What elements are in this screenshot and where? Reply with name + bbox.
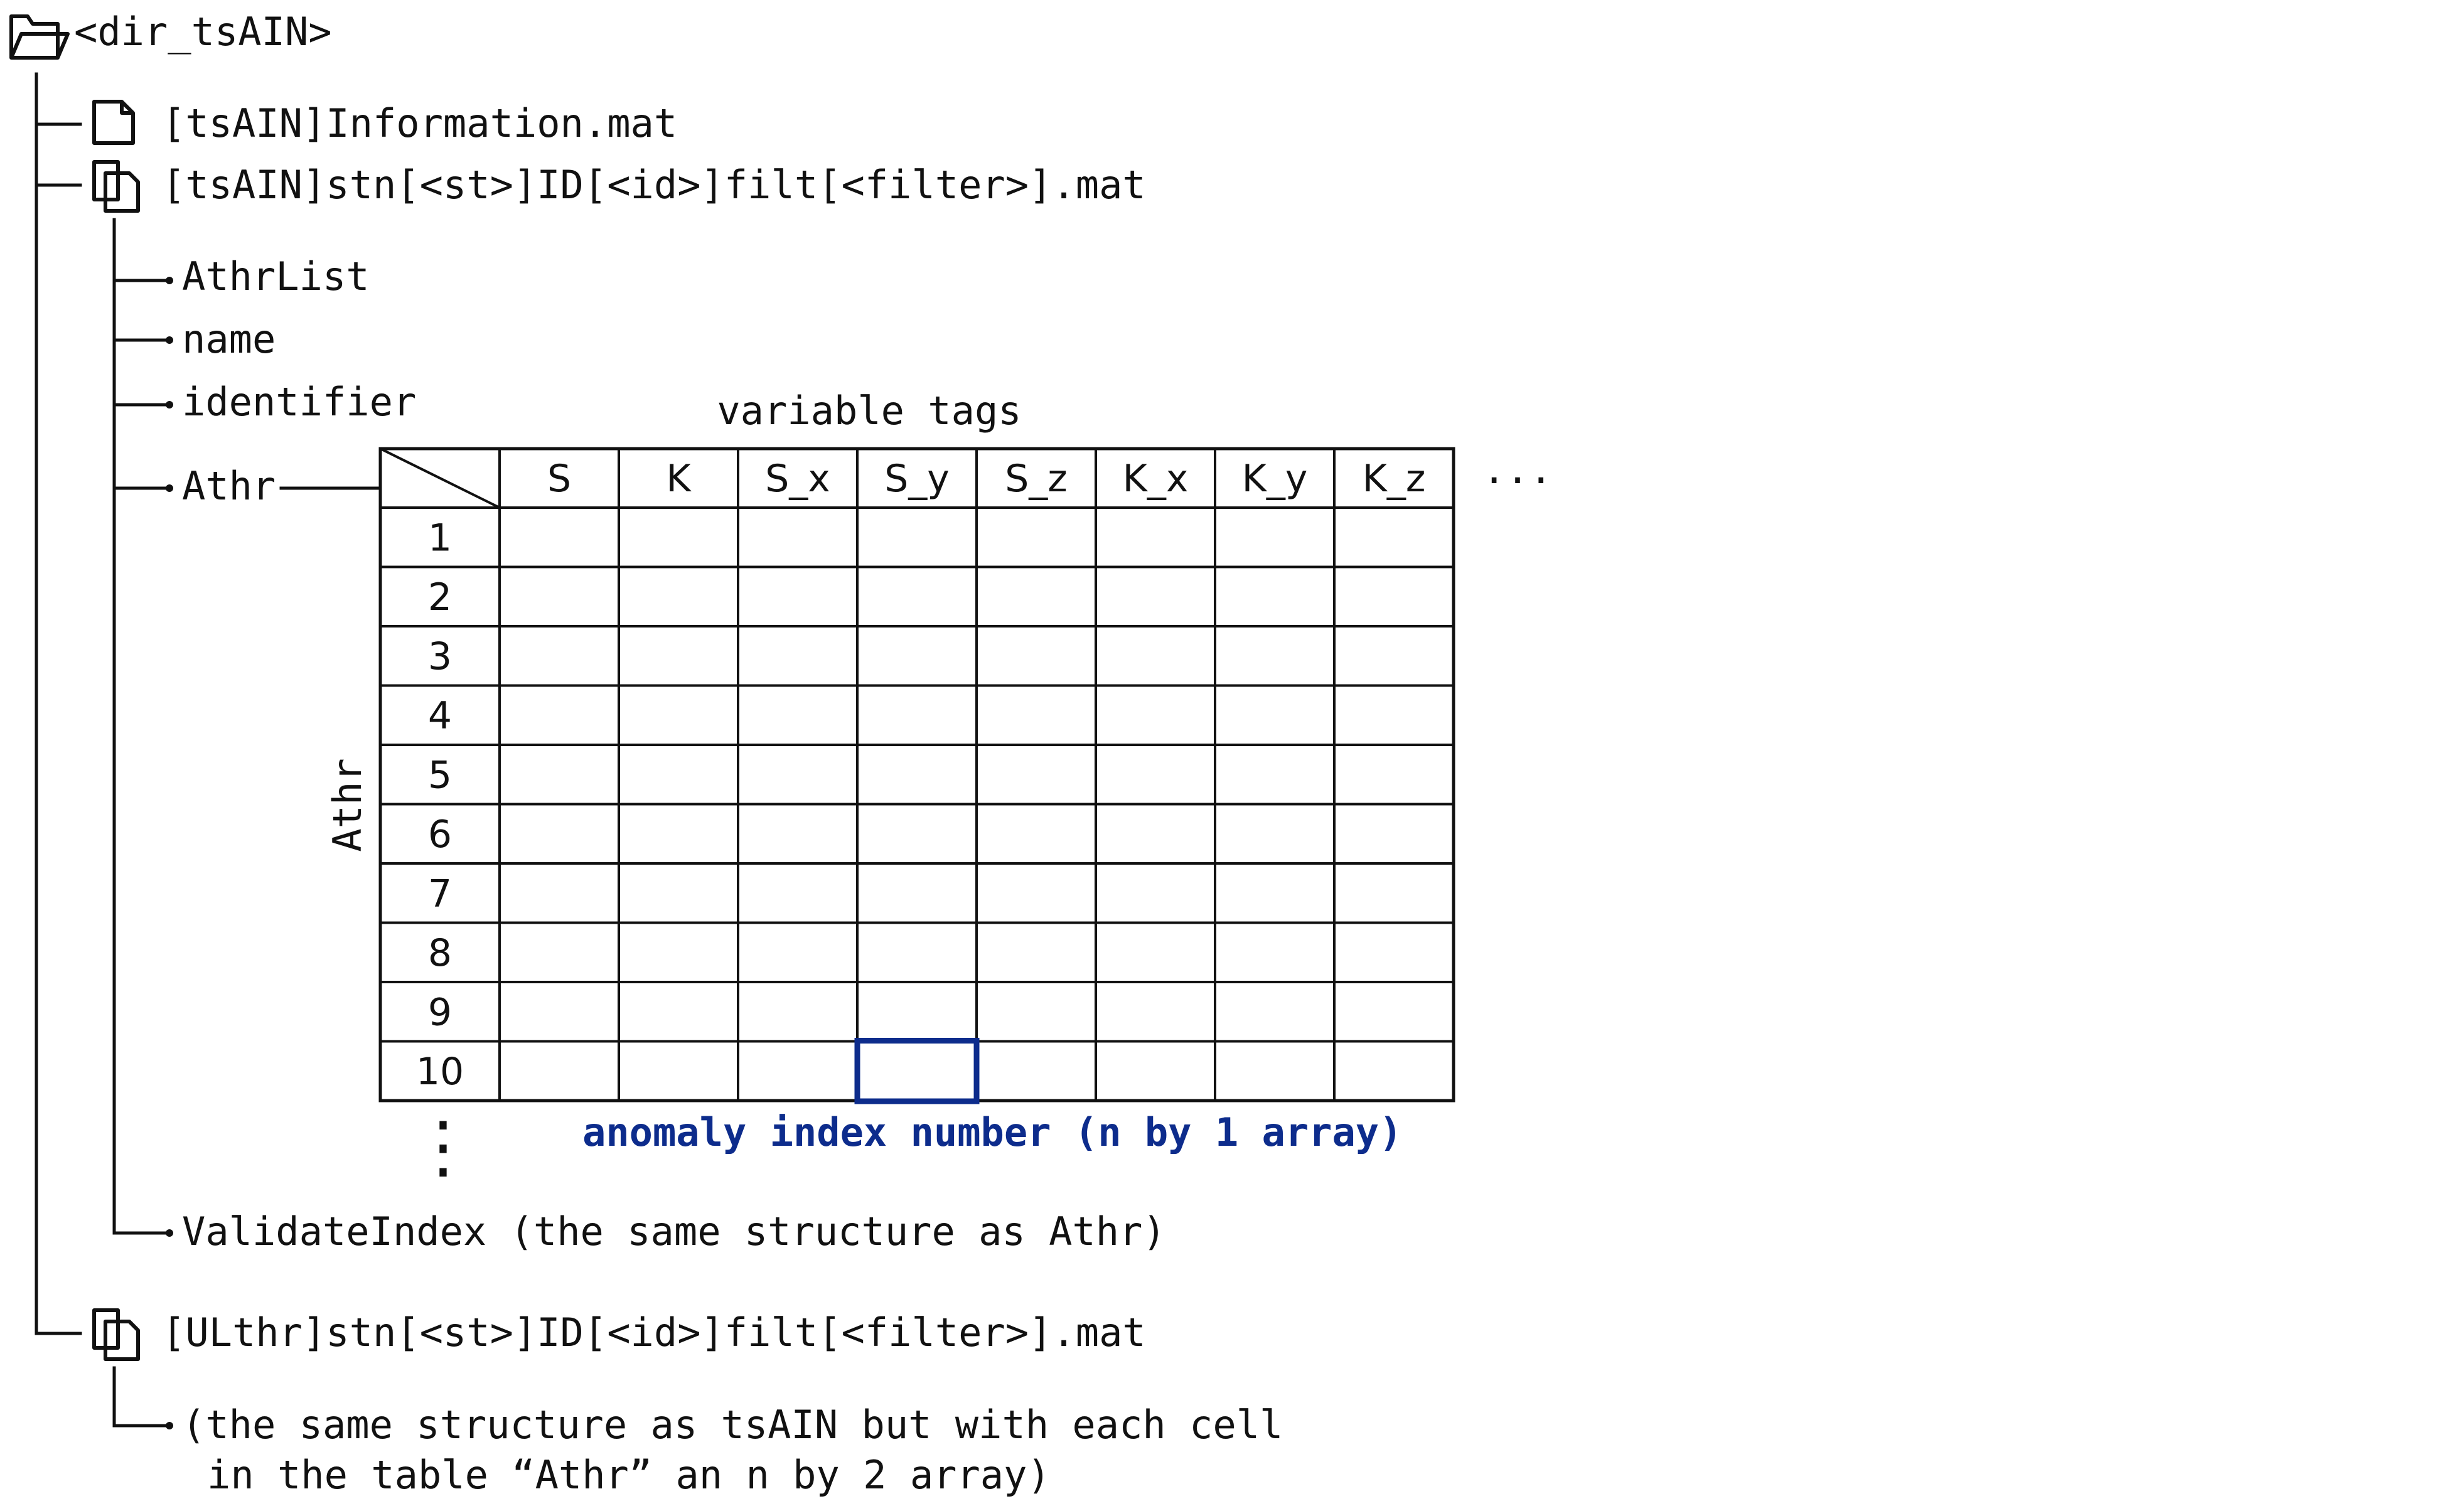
variable-tags-title: variable tags (717, 388, 1021, 434)
row-label: 5 (428, 753, 452, 797)
highlight-note: anomaly index number (n by 1 array) (582, 1109, 1402, 1155)
row-label: 3 (428, 634, 452, 678)
table-border (378, 447, 1455, 1103)
corner-diagonal (380, 447, 500, 509)
column-header: S_x (765, 457, 830, 501)
file-icon (92, 100, 135, 145)
field-athrlist: AthrList (182, 254, 370, 299)
folder-icon (9, 14, 70, 60)
row-label: 10 (416, 1050, 464, 1094)
row-label: 4 (428, 694, 452, 738)
column-header: S_z (1005, 457, 1068, 501)
column-header: K_x (1123, 457, 1189, 501)
column-header: S_y (884, 457, 950, 501)
field-athr: Athr (182, 463, 276, 509)
column-header: S (547, 457, 571, 501)
validate-index-label: ValidateIndex (the same structure as Ath… (182, 1209, 1166, 1254)
row-label: 8 (428, 931, 452, 975)
root-folder-label: <dir_tsAIN> (74, 9, 332, 55)
columns-ellipsis: ... (1482, 447, 1553, 493)
highlighted-cell (854, 1038, 980, 1104)
tsain-file-label: [tsAIN]stn[<st>]ID[<id>]filt[<filter>].m… (162, 162, 1146, 208)
branch-dots (166, 277, 173, 1429)
column-header: K (666, 457, 692, 501)
field-identifier: identifier (182, 379, 416, 425)
field-name: name (182, 316, 276, 362)
rows-ellipsis: ⋮ (409, 1106, 478, 1187)
ulthr-note-line1: (the same structure as tsAIN but with ea… (182, 1402, 1283, 1448)
tree-lines (35, 72, 382, 1428)
row-label: 9 (428, 990, 452, 1034)
row-label: 2 (428, 575, 452, 619)
row-label: 7 (428, 872, 452, 916)
athr-table: S K S_x S_y S_z K_x K_y K_z 1 2 3 4 5 6 7 8 9 10 (378, 447, 1455, 1104)
row-label: 1 (428, 516, 452, 560)
multi-file-icon (92, 1308, 140, 1361)
ulthr-note-line2: in the table “Athr” an n by 2 array) (207, 1452, 1051, 1498)
row-axis-label: Athr (324, 758, 370, 852)
ulthr-file-label: [ULthr]stn[<st>]ID[<id>]filt[<filter>].m… (162, 1310, 1146, 1355)
column-header: K_z (1363, 457, 1426, 501)
info-file-label: [tsAIN]Information.mat (162, 100, 677, 146)
row-label: 6 (428, 813, 452, 857)
column-header: K_y (1242, 457, 1308, 501)
multi-file-icon (92, 160, 140, 213)
